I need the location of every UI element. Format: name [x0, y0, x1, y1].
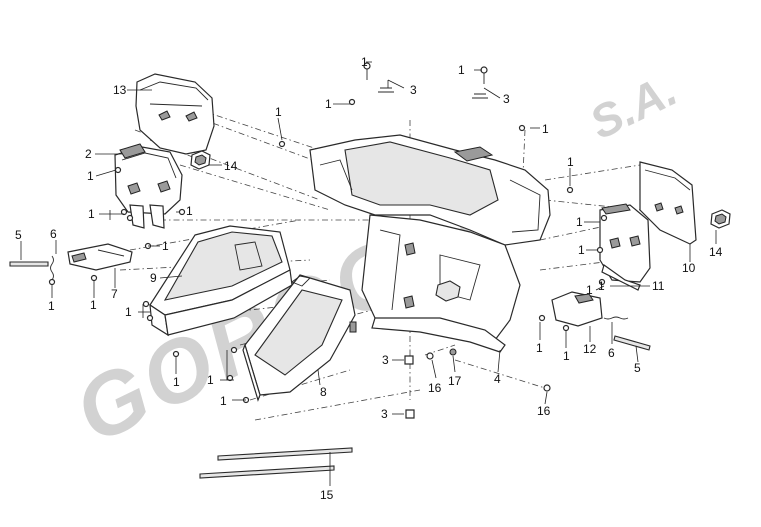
callout-10: 10	[682, 261, 696, 275]
callout-1-panel-left-screw: 1	[325, 97, 332, 111]
leader-lines	[20, 61, 717, 486]
callout-4: 4	[494, 372, 501, 386]
left-cover-knob	[119, 143, 146, 159]
callout-6-left: 6	[50, 227, 57, 241]
callout-1-panel-far-right: 1	[567, 155, 574, 169]
callout-16-left: 16	[428, 381, 442, 395]
callout-12: 12	[583, 342, 597, 356]
callout-3-top-left: 3	[410, 83, 417, 97]
callout-1-left-cover-bottom: 1	[88, 207, 95, 221]
callout-labels: 13 2 14 1 1 1 1 5 6 1 1 7 9 1 1 1 1 8 1 …	[15, 55, 723, 502]
pin-5-left	[9, 261, 49, 267]
callout-13: 13	[113, 83, 127, 97]
callout-1-right-hinge-left: 1	[536, 341, 543, 355]
watermark-suffix: S.A.	[582, 63, 685, 149]
left-storage-box-9	[149, 225, 293, 337]
callout-1-right-cover-bottom: 1	[586, 283, 593, 297]
right-cover-cap	[639, 161, 697, 245]
callout-3-top-right: 3	[503, 92, 510, 106]
callout-1-box9-side: 1	[125, 305, 132, 319]
callout-9: 9	[150, 271, 157, 285]
callout-1-panel-far-left: 1	[275, 105, 282, 119]
right-cover-base	[599, 204, 651, 283]
callout-7: 7	[111, 287, 118, 301]
spring-6-left	[50, 255, 54, 281]
callout-1-box8-left: 1	[207, 373, 214, 387]
callout-17: 17	[448, 374, 462, 388]
callout-1-left-pin: 1	[48, 299, 55, 313]
callout-14-right: 14	[709, 245, 723, 259]
callout-1-top-left-screw: 1	[361, 55, 368, 69]
callout-1-top-right-screw: 1	[458, 63, 465, 77]
rails-15	[199, 447, 353, 479]
callout-5-right: 5	[634, 361, 641, 375]
callout-2: 2	[85, 147, 92, 161]
callout-1-box8-bottom: 1	[220, 394, 227, 408]
callout-11: 11	[652, 279, 665, 293]
callout-14-left: 14	[224, 159, 238, 173]
storage-box-8	[242, 274, 357, 402]
callout-1-right-hinge-mid: 1	[563, 349, 570, 363]
callout-1-right-hinge-top: 1	[598, 279, 605, 293]
hinge-7-left	[67, 243, 133, 271]
right-upper-cover-assembly	[599, 161, 731, 291]
left-upper-cover-assembly	[114, 73, 215, 229]
callout-1-left-hinge-bottom: 1	[90, 298, 97, 312]
callout-1-left-cover-top: 1	[87, 169, 94, 183]
inner-panel-main	[309, 134, 551, 353]
callout-1-box9-bottom: 1	[173, 375, 180, 389]
callout-15: 15	[320, 488, 334, 502]
callout-3-lower-mid: 3	[382, 353, 389, 367]
callout-8: 8	[320, 385, 327, 399]
callout-1-left-hinge-top: 1	[162, 239, 169, 253]
left-cover-cap	[135, 73, 215, 155]
spring-6-right	[603, 316, 629, 320]
pin-5-right	[613, 335, 651, 351]
callout-1-panel-right: 1	[542, 122, 549, 136]
callout-1-right-cover-mid: 1	[578, 243, 585, 257]
fasteners	[48, 62, 608, 419]
right-hinge-assembly	[551, 291, 651, 351]
left-hinge-assembly	[9, 243, 133, 281]
left-cover-base	[114, 146, 183, 215]
callout-3-bottom: 3	[381, 407, 388, 421]
callout-5-left: 5	[15, 228, 22, 242]
callout-1-right-cover-top: 1	[576, 215, 583, 229]
callout-16-right: 16	[537, 404, 551, 418]
callout-1-left-cover-side: 1	[186, 204, 193, 218]
callout-6-right: 6	[608, 346, 615, 360]
